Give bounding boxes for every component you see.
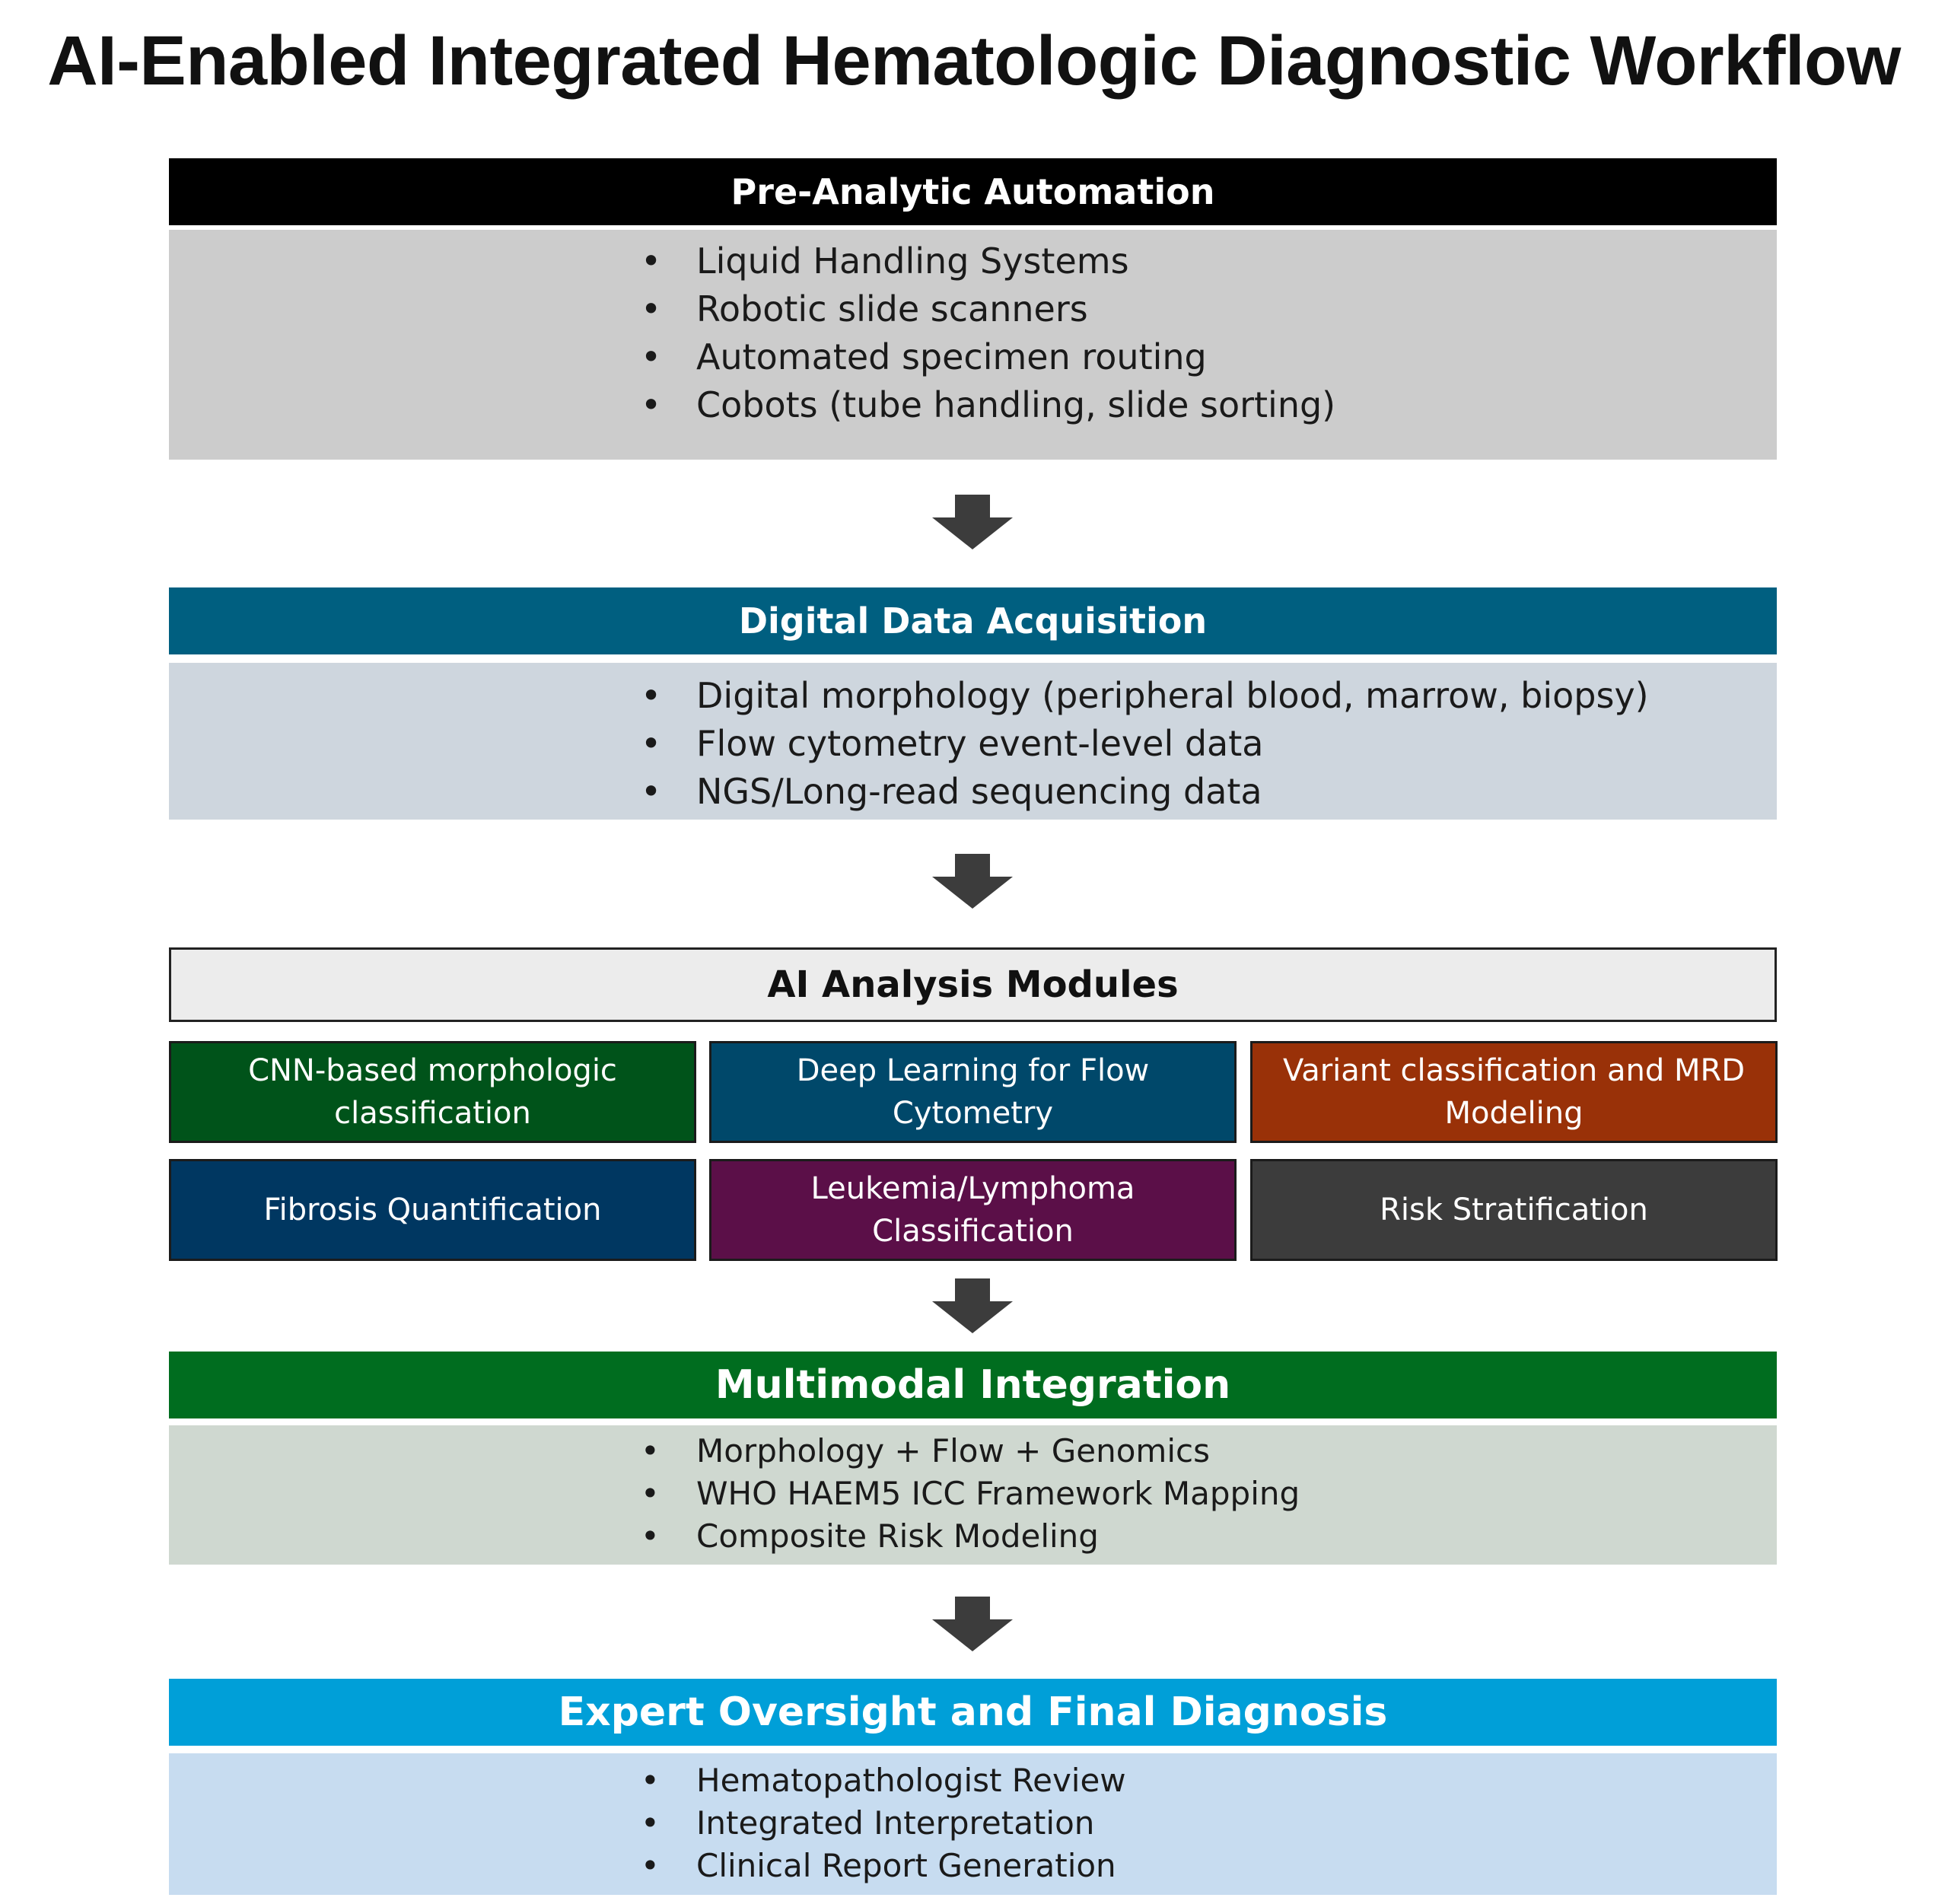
list-item: Integrated Interpretation [641, 1802, 1126, 1845]
acquisition-list: Digital morphology (peripheral blood, ma… [641, 672, 1649, 816]
ai-modules-header: AI Analysis Modules [169, 947, 1777, 1022]
integration-header: Multimodal Integration [169, 1352, 1777, 1418]
down-arrow-icon [932, 1278, 1013, 1333]
down-arrow-icon [932, 1597, 1013, 1651]
oversight-list: Hematopathologist Review Integrated Inte… [641, 1759, 1126, 1887]
integration-body: Morphology + Flow + Genomics WHO HAEM5 I… [169, 1425, 1777, 1565]
workflow-title: AI-Enabled Integrated Hematologic Diagno… [47, 22, 1901, 100]
list-item: Hematopathologist Review [641, 1759, 1126, 1802]
acquisition-body: Digital morphology (peripheral blood, ma… [169, 663, 1777, 820]
module-variant-mrd: Variant classification and MRD Modeling [1250, 1041, 1778, 1143]
list-item: Cobots (tube handling, slide sorting) [641, 381, 1335, 429]
down-arrow-icon [932, 495, 1013, 549]
module-leukemia-lymphoma: Leukemia/Lymphoma Classification [709, 1159, 1237, 1261]
list-item: Robotic slide scanners [641, 285, 1335, 333]
module-flow-cytometry: Deep Learning for Flow Cytometry [709, 1041, 1237, 1143]
pre-analytic-list: Liquid Handling Systems Robotic slide sc… [641, 237, 1335, 429]
oversight-body: Hematopathologist Review Integrated Inte… [169, 1753, 1777, 1895]
list-item: Clinical Report Generation [641, 1845, 1126, 1887]
pre-analytic-body: Liquid Handling Systems Robotic slide sc… [169, 230, 1777, 460]
list-item: Morphology + Flow + Genomics [641, 1430, 1300, 1473]
list-item: Digital morphology (peripheral blood, ma… [641, 672, 1649, 720]
list-item: Automated specimen routing [641, 333, 1335, 381]
list-item: Flow cytometry event-level data [641, 720, 1649, 768]
list-item: Liquid Handling Systems [641, 237, 1335, 285]
module-fibrosis: Fibrosis Quantification [169, 1159, 696, 1261]
acquisition-header: Digital Data Acquisition [169, 587, 1777, 654]
list-item: NGS/Long-read sequencing data [641, 768, 1649, 816]
module-cnn-morphology: CNN-based morphologic classification [169, 1041, 696, 1143]
down-arrow-icon [932, 854, 1013, 909]
module-risk-stratification: Risk Stratification [1250, 1159, 1778, 1261]
list-item: WHO HAEM5 ICC Framework Mapping [641, 1473, 1300, 1515]
integration-list: Morphology + Flow + Genomics WHO HAEM5 I… [641, 1430, 1300, 1558]
oversight-header: Expert Oversight and Final Diagnosis [169, 1679, 1777, 1746]
pre-analytic-header: Pre-Analytic Automation [169, 158, 1777, 225]
list-item: Composite Risk Modeling [641, 1515, 1300, 1558]
